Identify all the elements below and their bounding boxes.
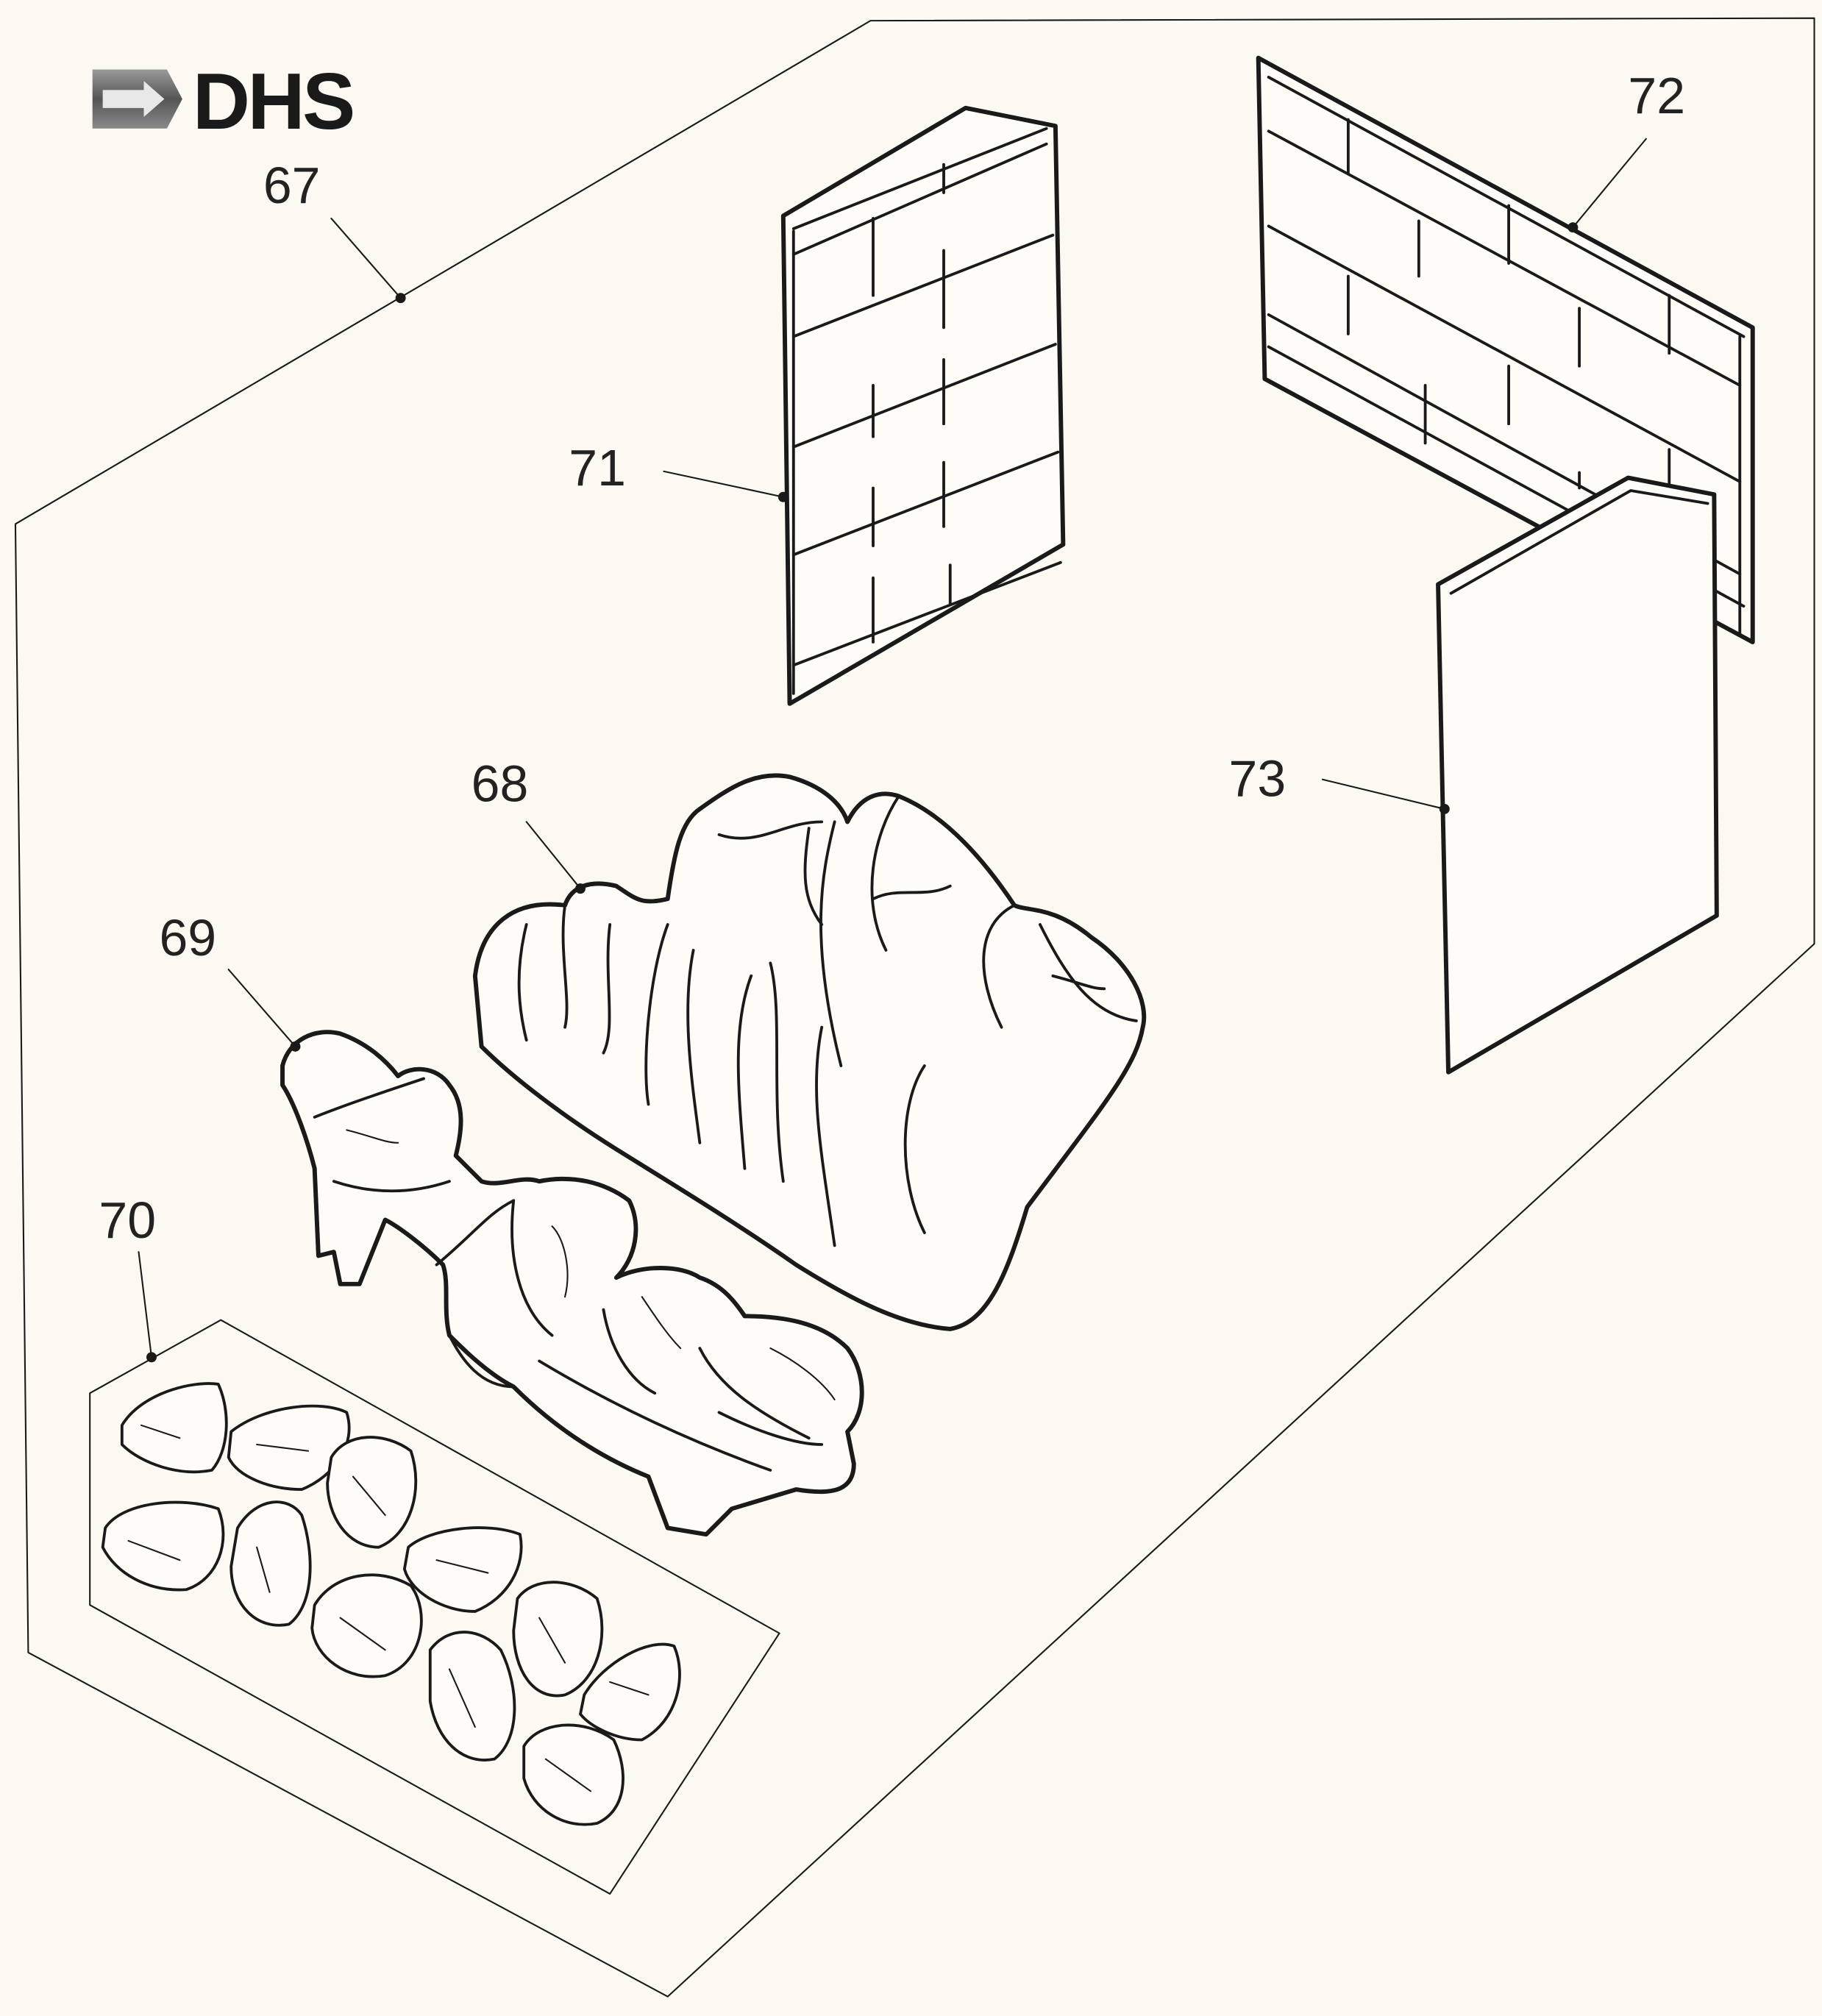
callout-label-73: 73 xyxy=(1229,749,1287,807)
callout-label-68: 68 xyxy=(471,755,529,812)
kit-boundary-outline xyxy=(14,17,1815,1998)
callout-71: 71 xyxy=(569,439,789,502)
part-68-rear-log xyxy=(472,773,1147,1331)
callout-72: 72 xyxy=(1567,67,1685,233)
dhs-logo: DHS xyxy=(92,57,355,146)
callout-label-71: 71 xyxy=(569,439,626,496)
part-73-side-panel xyxy=(1436,475,1719,1075)
callout-67: 67 xyxy=(263,157,406,304)
callout-label-72: 72 xyxy=(1628,67,1685,124)
callout-73: 73 xyxy=(1229,749,1450,814)
callout-label-70: 70 xyxy=(99,1192,156,1249)
callout-69: 69 xyxy=(159,909,301,1052)
part-71-side-brick-panel xyxy=(780,105,1066,706)
part-70-ember-rock-tray xyxy=(89,1319,780,1895)
logo-text: DHS xyxy=(193,57,353,146)
part-69-front-log xyxy=(280,1030,864,1537)
callout-label-67: 67 xyxy=(263,157,321,214)
callout-68: 68 xyxy=(471,755,586,894)
callout-70: 70 xyxy=(99,1192,157,1363)
callout-label-69: 69 xyxy=(159,909,216,966)
